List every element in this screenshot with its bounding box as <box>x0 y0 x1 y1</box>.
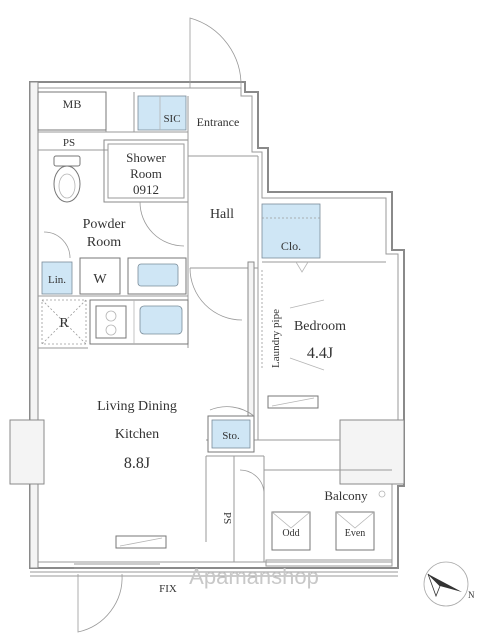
linen-label: Lin. <box>48 274 66 286</box>
interior-walls <box>38 92 393 567</box>
shower-room-code: 0912 <box>133 182 159 197</box>
svg-text:N: N <box>468 590 475 600</box>
ldk-size: 8.8J <box>124 455 150 472</box>
outdoor-unit-odd: Odd <box>271 511 311 551</box>
toilet-icon <box>53 155 81 203</box>
balcony-door <box>239 469 265 495</box>
closet-label: Clo. <box>281 239 301 253</box>
left-column <box>9 419 45 485</box>
washer-label: W <box>93 272 107 287</box>
hall-door <box>189 267 243 321</box>
vanity-sink-icon <box>127 257 187 295</box>
bedroom-label: Bedroom <box>294 319 346 334</box>
outer-walls <box>9 81 405 577</box>
balcony-drain-icon <box>378 490 386 498</box>
shower-door <box>139 201 185 247</box>
laundry-pipe: Laundry pipe <box>261 270 282 370</box>
storage-label: Sto. <box>222 430 240 442</box>
ps-top-label: PS <box>63 137 75 149</box>
even-label: Even <box>345 528 366 539</box>
shower-room-line2: Room <box>130 166 162 181</box>
kitchen-counter <box>89 299 189 345</box>
linen-closet: Lin. <box>41 261 73 295</box>
mb-closet: MB <box>37 91 107 131</box>
ps-bottom-label: PS <box>221 512 233 524</box>
storage-closet: Sto. <box>207 415 255 453</box>
entrance-label: Entrance <box>197 115 240 129</box>
powder-room-line1: Powder <box>83 217 126 232</box>
bedroom-size: 4.4J <box>307 345 333 362</box>
compass-icon: N <box>423 561 475 607</box>
powder-room-line2: Room <box>87 235 121 250</box>
ldk-line1: Living Dining <box>97 399 177 414</box>
fridge-space: R <box>41 299 87 345</box>
bedroom-closet: Clo. <box>261 203 321 273</box>
balcony-label: Balcony <box>324 488 368 503</box>
mb-label: MB <box>63 97 82 111</box>
window-door <box>77 573 123 633</box>
outdoor-unit-even: Even <box>335 511 375 551</box>
shower-room-line1: Shower <box>126 150 166 165</box>
ldk-line2: Kitchen <box>115 427 159 442</box>
watermark-logo: Apamanshop <box>189 564 319 589</box>
sic-closet: SIC <box>137 95 187 131</box>
fridge-label: R <box>59 316 69 331</box>
sic-label: SIC <box>163 113 180 125</box>
right-column <box>339 419 405 485</box>
storage-door <box>209 406 255 417</box>
fix-window: FIX <box>74 563 177 633</box>
washer-icon: W <box>79 257 121 295</box>
laundry-pipe-label: Laundry pipe <box>270 309 282 368</box>
entrance-door <box>189 17 242 89</box>
hall-label: Hall <box>210 207 234 222</box>
odd-label: Odd <box>282 528 299 539</box>
toilet-door <box>43 231 71 259</box>
fix-label: FIX <box>159 583 177 595</box>
